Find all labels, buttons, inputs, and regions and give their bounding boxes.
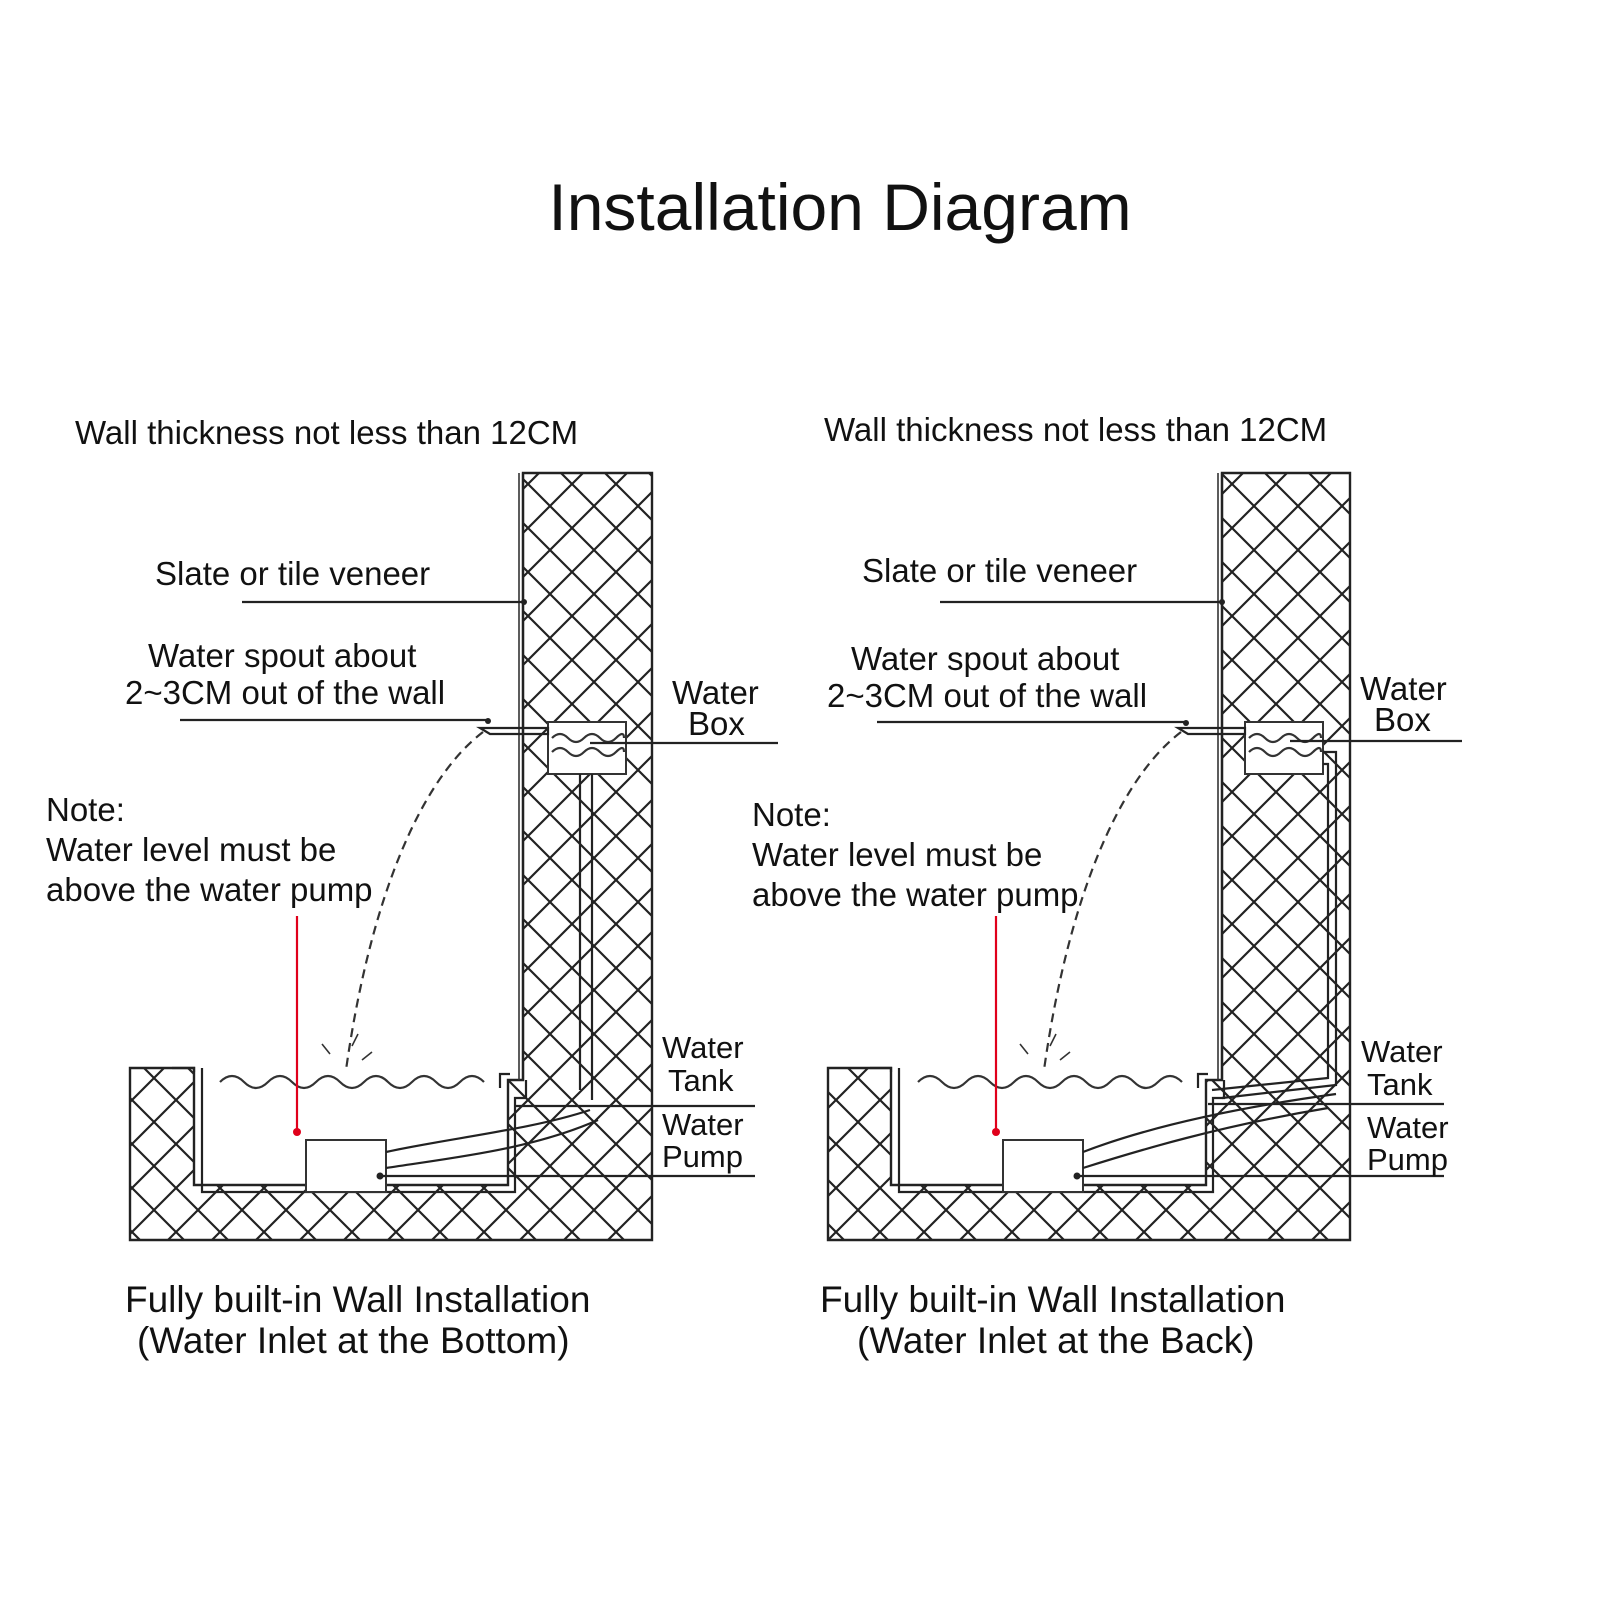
pump-label-line1: Water [1367,1110,1449,1145]
pump-label-line2: Pump [662,1139,743,1174]
tank-label-line2: Tank [668,1063,734,1098]
note-marker-dot [293,1128,301,1136]
box-label-line1: Water [1360,670,1447,707]
water-stream [344,731,484,1071]
veneer-label: Slate or tile veneer [155,555,430,592]
caption-line1: Fully built-in Wall Installation [125,1279,590,1320]
supply-pipe [578,774,594,1100]
spout-label-line2: 2~3CM out of the wall [125,674,445,711]
tank-label-line1: Water [662,1030,744,1065]
pump-label-line2: Pump [1367,1142,1448,1177]
water-surface [219,1074,485,1090]
spout-label-line1: Water spout about [148,637,416,674]
water-pump [305,1139,387,1193]
water-box-ripple-2 [1248,746,1323,758]
tank-basin [870,1066,1226,1194]
water-surface [917,1074,1183,1090]
tank-lip [1196,1072,1208,1088]
note-heading: Note: [46,791,125,828]
pump-hose [1082,1092,1337,1154]
tank-label-line1: Water [1361,1034,1443,1069]
water-box-ripple-2 [551,746,626,758]
water-box-ripple [1248,732,1323,744]
water-spout [476,726,550,736]
veneer-label: Slate or tile veneer [862,552,1137,589]
box-label-line1: Water [672,674,759,711]
caption-line2: (Water Inlet at the Back) [857,1320,1255,1361]
spout-label-line2: 2~3CM out of the wall [827,677,1147,714]
splash-marks [1019,1033,1071,1061]
note-line2: above the water pump [46,871,373,908]
pump-label-line1: Water [662,1107,744,1142]
note-heading: Note: [752,796,831,833]
splash-marks [321,1033,373,1061]
spout-leader-dot [1183,720,1189,726]
water-stream [1042,731,1182,1071]
water-box-ripple [551,732,626,744]
spout-label-line1: Water spout about [851,640,1119,677]
wall-thickness-label: Wall thickness not less than 12CM [824,411,1327,448]
pump-hose-2 [385,1118,599,1170]
pump-hose [385,1108,591,1154]
water-pump [1002,1139,1084,1193]
tank-label-line2: Tank [1367,1067,1433,1102]
note-line2: above the water pump [752,876,1079,913]
note-line1: Water level must be [46,831,336,868]
veneer-leader-dot [1219,599,1225,605]
note-line1: Water level must be [752,836,1042,873]
box-label-line2: Box [688,705,745,742]
panel-right: Wall thickness not less than 12CM Slate … [752,411,1462,1361]
caption-line2: (Water Inlet at the Bottom) [137,1320,570,1361]
caption-line1: Fully built-in Wall Installation [820,1279,1285,1320]
pump-hose-2 [1082,1106,1329,1170]
water-spout [1174,726,1247,736]
supply-pipe [1211,750,1338,1100]
wall-thickness-label: Wall thickness not less than 12CM [75,414,578,451]
panel-left: Wall thickness not less than 12CM [46,414,778,1361]
tank-basin [172,1066,528,1194]
page-title: Installation Diagram [548,170,1131,244]
note-marker-dot [992,1128,1000,1136]
spout-leader-dot [485,718,491,724]
tank-lip [498,1072,510,1088]
veneer-leader-dot [521,599,527,605]
box-label-line2: Box [1374,701,1431,738]
